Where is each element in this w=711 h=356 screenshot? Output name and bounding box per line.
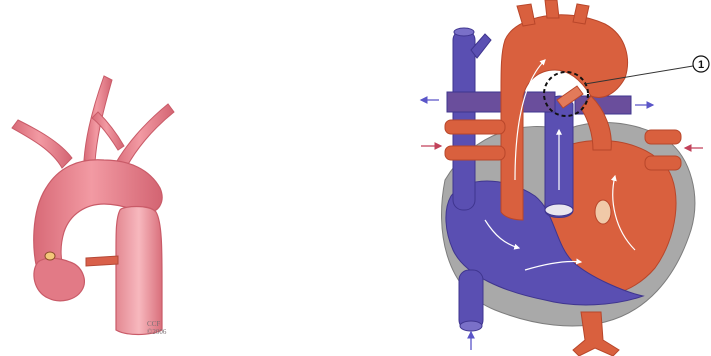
brachiocephalic-red (517, 4, 535, 26)
descending-aorta (116, 207, 162, 335)
credit-mark: CCF (147, 320, 160, 328)
aortic-root (34, 258, 84, 301)
aortic-arch-illustration: CCF ©2006 (0, 0, 230, 356)
pulmonary-vein-3 (645, 130, 681, 144)
pulmonary-vein-4 (645, 156, 681, 170)
coronary-ostium (45, 252, 55, 260)
mitral-valve (595, 200, 611, 224)
ductus-ligament (86, 256, 118, 266)
heart-cross-section-illustration: 1 (405, 0, 711, 356)
pulmonary-vein-2 (445, 146, 505, 160)
heart-drawing: 1 (405, 0, 711, 356)
callout-marker-number: 1 (698, 59, 704, 71)
svc-opening (454, 28, 474, 36)
ivc-opening (460, 321, 482, 331)
carotid-red (545, 0, 559, 18)
pulmonary-valve (545, 204, 573, 216)
aortic-arch-drawing: CCF ©2006 (0, 0, 230, 356)
credit-year: ©2006 (147, 328, 167, 336)
pulmonary-vein-1 (445, 120, 505, 134)
brachiocephalic-artery (12, 120, 72, 168)
